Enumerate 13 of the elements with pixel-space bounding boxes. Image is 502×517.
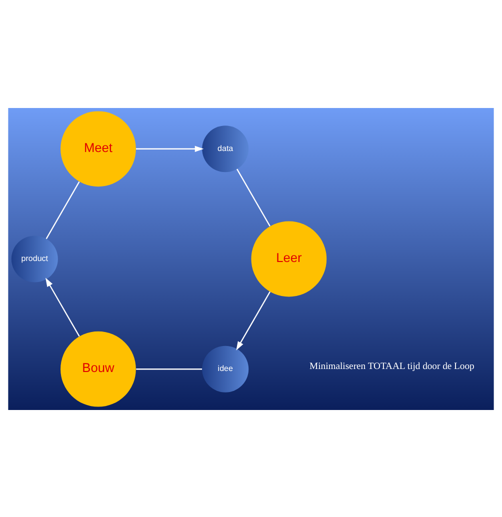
node-circle: idee (202, 345, 249, 392)
label: Minimaliseren TOTAAL tijd door de Loop (310, 360, 474, 372)
node-circle: data (202, 125, 249, 172)
connector (136, 368, 202, 370)
node-circle: Meet (60, 110, 136, 186)
arrow (236, 290, 271, 350)
connector (236, 168, 270, 226)
connector (46, 180, 80, 239)
node-circle: Bouw (60, 330, 136, 406)
arrow (45, 277, 80, 336)
node-circle: product (11, 235, 58, 282)
node-circle: Leer (251, 220, 327, 296)
arrow (136, 145, 204, 152)
